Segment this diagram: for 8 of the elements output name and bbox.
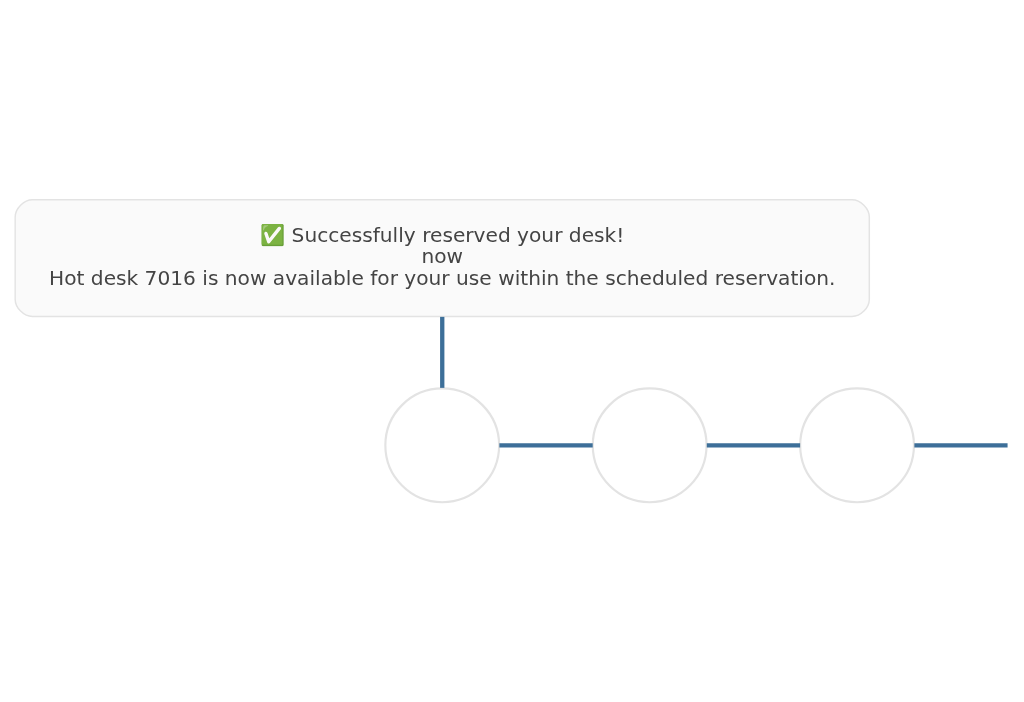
connector xyxy=(440,316,445,388)
connector xyxy=(499,443,593,448)
node-circle xyxy=(591,387,708,504)
node-circle xyxy=(799,387,916,504)
connector xyxy=(706,443,801,448)
node-circle xyxy=(384,387,501,504)
node-box: ✅ Successfully reserved your desk! now Hot desk 7016 is now available for your use within the scheduled reservation. xyxy=(14,199,871,318)
connector xyxy=(914,443,1008,448)
